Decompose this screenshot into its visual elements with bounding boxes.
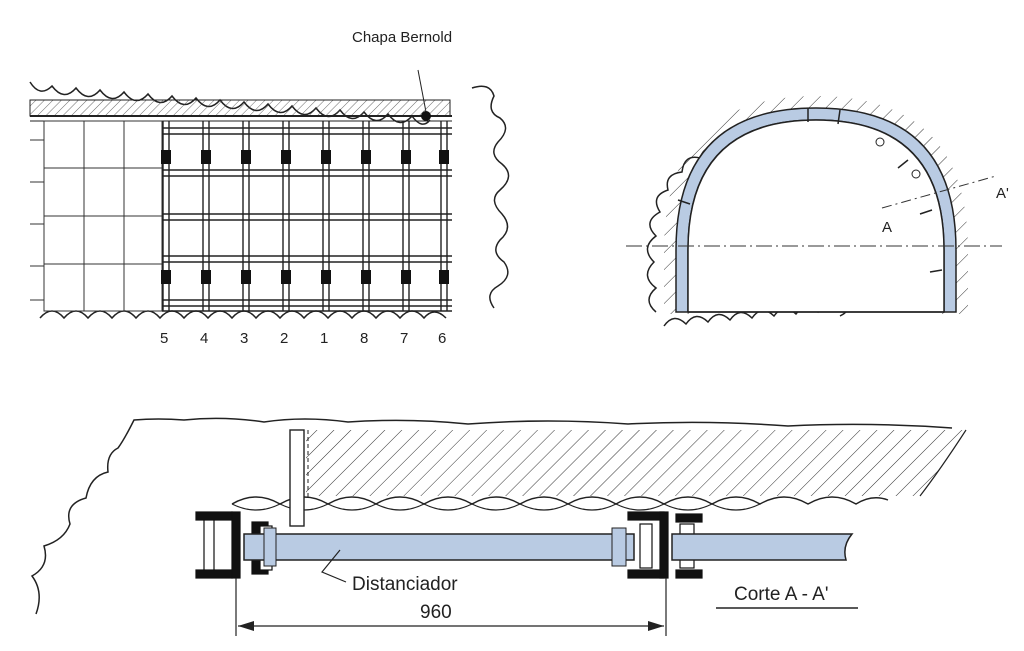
rock-hatch-band [306,430,966,496]
spacer-end-right [611,527,627,567]
dimension-value: 960 [420,602,452,623]
frame-connector [401,150,411,164]
frame-connector [401,270,411,284]
anchor-tube [289,429,305,527]
excavation-inner [687,119,945,313]
frame-numbers: 5 4 3 2 1 8 7 6 [160,330,446,347]
cross-section-view: A A' [626,96,1009,327]
rock-outline-bottom [39,310,447,320]
rock-band-edge [919,429,967,497]
frame-connector [201,150,211,164]
segment-joints [677,108,943,273]
frame-connector [439,270,449,284]
cut-label-a-prime: A' [996,185,1009,202]
finished-lining-blocks [30,120,163,312]
rock-outline-right [471,85,510,309]
bolt-marker [911,169,921,179]
spacer-end-left [263,527,277,567]
bolt-dot [421,111,431,121]
dimension-arrow-left [238,621,254,631]
spacer-bar-continued [671,533,854,561]
frame-number: 6 [438,330,446,347]
frame-number: 7 [400,330,408,347]
contact-scallops [231,496,889,505]
frame-connector [321,150,331,164]
bolt-marker [875,137,885,147]
frame-connector [241,270,251,284]
frame-connector [321,270,331,284]
frame-connector [201,270,211,284]
frame-number: 3 [240,330,248,347]
frame-connector [439,150,449,164]
frame-connector [361,270,371,284]
rock-outline-detail [30,417,953,615]
frame-connector [281,270,291,284]
frame-number: 5 [160,330,168,347]
dimension-arrow-right [648,621,664,631]
frame-connector [161,270,171,284]
frame-number: 4 [200,330,208,347]
frame-connector [241,150,251,164]
frame-number: 2 [280,330,288,347]
frame-connector [361,150,371,164]
frame-connector [281,150,291,164]
frame-posts [161,121,449,311]
cut-label-a: A [882,219,892,236]
section-title: Corte A - A' [734,584,828,605]
section-detail: Distanciador 960 Corte A - A' [30,417,967,636]
spacer-label: Distanciador [352,574,458,595]
grout-band [29,99,451,117]
longitudinal-view: Chapa Bernold [29,29,510,347]
contact-scallops-lower [231,503,761,511]
sheet-label: Chapa Bernold [352,29,452,46]
frame-number: 8 [360,330,368,347]
frame-number: 1 [320,330,328,347]
spacer-leader [321,549,347,583]
spacer-bar [243,533,635,561]
frame-connector [161,150,171,164]
